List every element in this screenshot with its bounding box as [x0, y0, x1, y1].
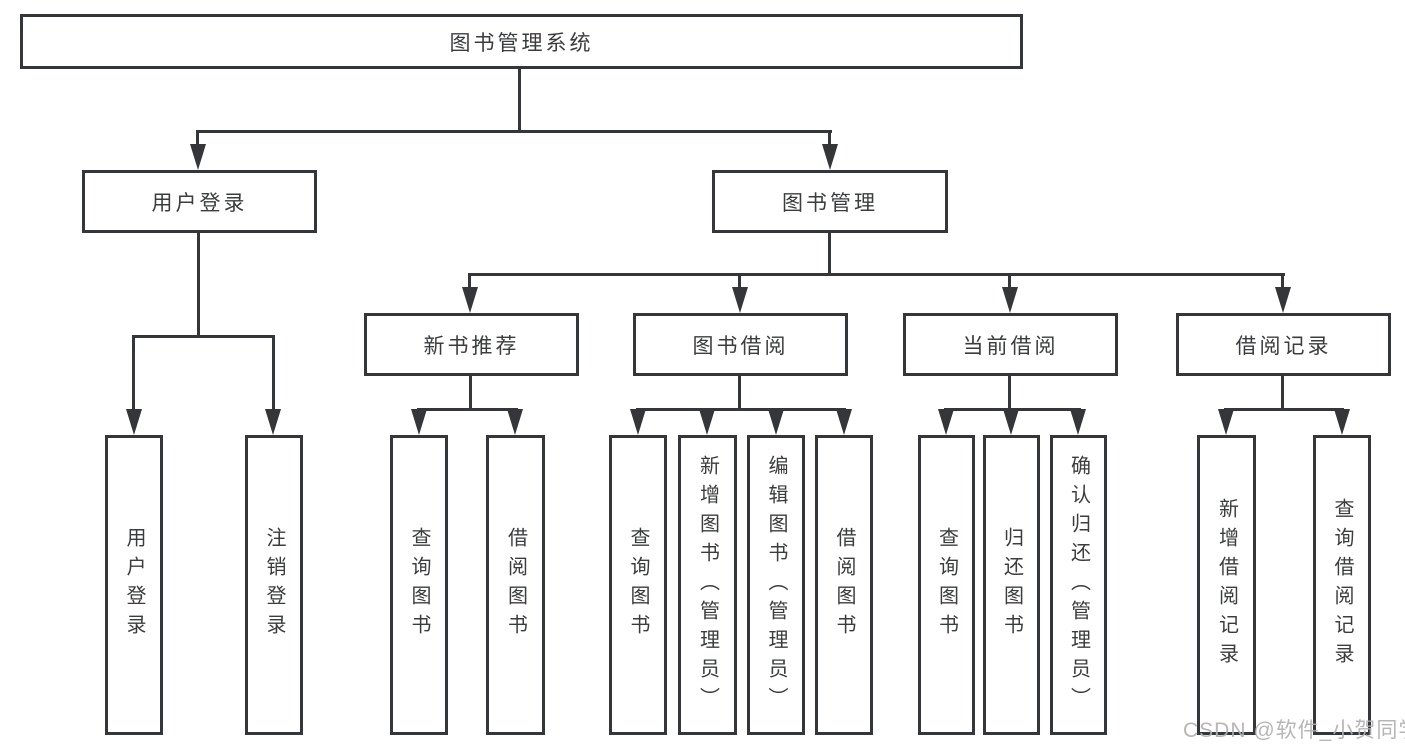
node-label: 编辑图书（管理员）	[765, 454, 787, 716]
node-label: 新增图书（管理员）	[696, 454, 719, 716]
leaf-query-borrow-record: 查询借阅记录	[1313, 435, 1371, 735]
arrowhead-icon	[1003, 409, 1019, 435]
connector-line	[636, 408, 846, 411]
node-label: 查询图书	[408, 527, 430, 643]
arrowhead-icon	[836, 409, 852, 435]
arrowhead-icon	[1002, 287, 1018, 313]
arrowhead-icon	[265, 409, 281, 435]
connector-line	[132, 335, 135, 412]
node-label: 用户登录	[151, 191, 248, 215]
node-label: 借阅图书	[504, 527, 527, 643]
node-label: 借阅图书	[833, 527, 855, 643]
arrowhead-icon	[822, 144, 838, 170]
arrowhead-icon	[507, 409, 523, 435]
node-label: 归还图书	[1000, 527, 1023, 643]
connector-line	[738, 273, 741, 290]
node-label: 确认归还（管理员）	[1067, 454, 1090, 716]
connector-line	[828, 130, 831, 148]
arrowhead-icon	[462, 287, 478, 313]
arrowhead-icon	[411, 409, 427, 435]
node-user-login: 用户登录	[82, 170, 317, 233]
connector-line	[1281, 376, 1284, 410]
arrowhead-icon	[699, 409, 715, 435]
node-label: 查询图书	[627, 527, 649, 643]
connector-line	[417, 408, 518, 411]
leaf-user-login: 用户登录	[105, 435, 163, 735]
connector-line	[1008, 273, 1011, 290]
arrowhead-icon	[630, 409, 646, 435]
node-label: 借阅记录	[1235, 334, 1332, 358]
node-label: 当前借阅	[962, 334, 1059, 358]
connector-line	[272, 335, 275, 412]
leaf-return-books: 归还图书	[983, 435, 1040, 735]
leaf-logout: 注销登录	[245, 435, 303, 735]
arrowhead-icon	[1334, 409, 1350, 435]
connector-line	[518, 69, 521, 130]
arrowhead-icon	[1218, 409, 1234, 435]
leaf-add-borrow-record: 新增借阅记录	[1197, 435, 1256, 735]
leaf-edit-books-admin: 编辑图书（管理员）	[747, 435, 805, 735]
connector-line	[828, 233, 831, 273]
connector-line	[1224, 408, 1344, 411]
leaf-borrow-books-2: 借阅图书	[815, 435, 873, 735]
connector-line	[196, 130, 199, 148]
leaf-query-books-1: 查询图书	[390, 435, 448, 735]
node-root: 图书管理系统	[20, 14, 1023, 69]
connector-line	[1008, 376, 1011, 410]
node-current-borrow: 当前借阅	[903, 313, 1118, 376]
leaf-confirm-return-admin: 确认归还（管理员）	[1050, 435, 1107, 735]
connector-line	[132, 335, 275, 338]
node-label: 用户登录	[123, 527, 145, 643]
node-book-borrow: 图书借阅	[633, 313, 848, 376]
node-book-management: 图书管理	[712, 170, 948, 233]
connector-line	[197, 233, 200, 335]
arrowhead-icon	[732, 287, 748, 313]
connector-line	[738, 376, 741, 410]
node-label: 注销登录	[263, 527, 285, 643]
node-label: 新增借阅记录	[1215, 498, 1238, 672]
node-label: 图书管理系统	[449, 31, 594, 55]
connector-line	[468, 273, 471, 290]
leaf-borrow-books-1: 借阅图书	[486, 435, 545, 735]
leaf-add-books-admin: 新增图书（管理员）	[678, 435, 737, 735]
leaf-query-books-3: 查询图书	[918, 435, 975, 735]
node-label: 查询借阅记录	[1331, 498, 1353, 672]
arrowhead-icon	[126, 409, 142, 435]
arrowhead-icon	[768, 409, 784, 435]
node-label: 查询图书	[935, 527, 958, 643]
arrowhead-icon	[1275, 287, 1291, 313]
arrowhead-icon	[190, 144, 206, 170]
node-label: 图书借阅	[692, 334, 789, 358]
connector-line	[196, 130, 832, 133]
csdn-watermark: CSDN @软件_小贺同学	[1183, 719, 1405, 742]
connector-line	[1281, 273, 1284, 290]
node-label: 新书推荐	[423, 334, 520, 358]
connector-line	[469, 376, 472, 410]
node-borrow-record: 借阅记录	[1176, 313, 1391, 376]
connector-line	[468, 273, 1285, 276]
leaf-query-books-2: 查询图书	[609, 435, 667, 735]
arrowhead-icon	[1070, 409, 1086, 435]
node-label: 图书管理	[782, 191, 878, 215]
arrowhead-icon	[938, 409, 954, 435]
node-new-book-recommend: 新书推荐	[364, 313, 579, 376]
